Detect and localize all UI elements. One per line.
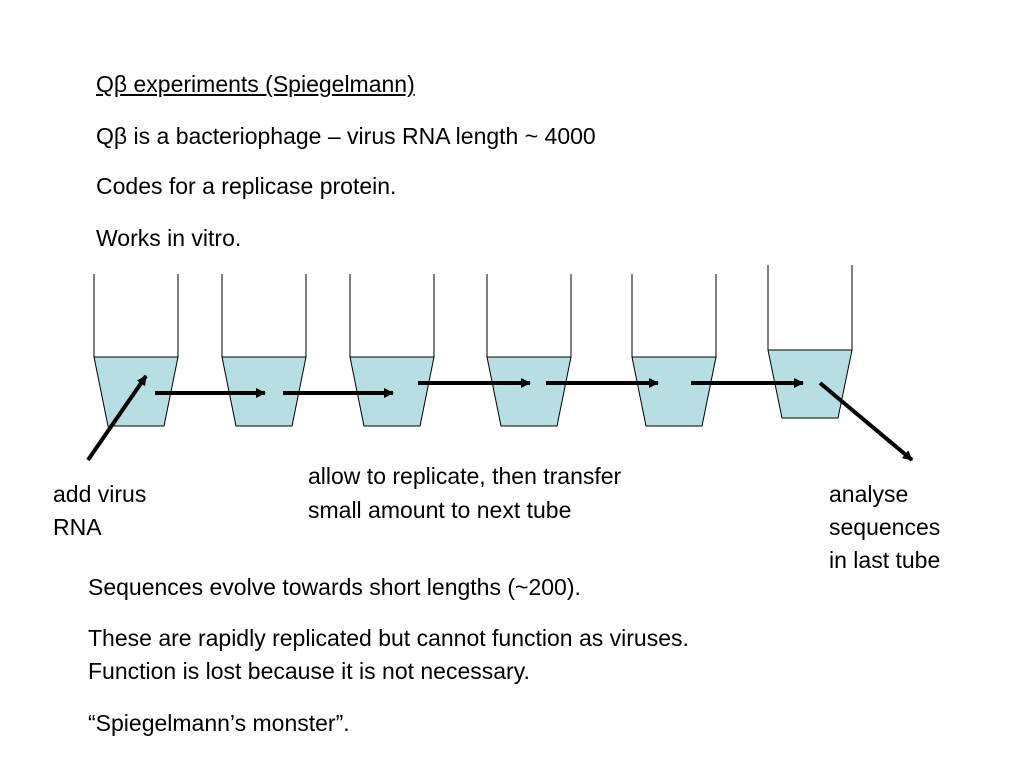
label-transfer-line1: allow to replicate, then transfer — [308, 463, 622, 489]
tube-liquid — [631, 356, 717, 427]
conclusion-short-lengths: Sequences evolve towards short lengths (… — [88, 574, 581, 600]
add-rna-arrow — [86, 374, 148, 462]
label-add-virus-line1: add virus — [53, 481, 147, 507]
test-tube-4 — [486, 274, 572, 427]
label-add-virus-line2: RNA — [53, 514, 102, 540]
intro-line-replicase: Codes for a replicase protein. — [96, 173, 397, 199]
label-analyse-line3: in last tube — [829, 547, 941, 573]
intro-line-in-vitro: Works in vitro. — [96, 225, 242, 251]
tube-liquid — [486, 356, 572, 427]
test-tube-2 — [221, 274, 307, 427]
conclusion-replication-line2: Function is lost because it is not neces… — [88, 658, 530, 684]
test-tube-5 — [631, 274, 717, 427]
intro-line-bacteriophage: Qβ is a bacteriophage – virus RNA length… — [96, 123, 596, 149]
label-analyse-line1: analyse — [829, 481, 909, 507]
label-analyse-line2: sequences — [829, 514, 941, 540]
test-tube-6 — [767, 265, 853, 419]
label-transfer-line2: small amount to next tube — [308, 497, 572, 523]
test-tube-1 — [93, 274, 179, 427]
slide-title: Qβ experiments (Spiegelmann) — [96, 71, 415, 97]
conclusion-replication-line1: These are rapidly replicated but cannot … — [88, 625, 689, 651]
analyse-arrow — [818, 381, 914, 462]
conclusion-monster: “Spiegelmann’s monster”. — [88, 710, 350, 736]
test-tube-3 — [349, 274, 435, 427]
tube-liquid — [767, 349, 853, 419]
